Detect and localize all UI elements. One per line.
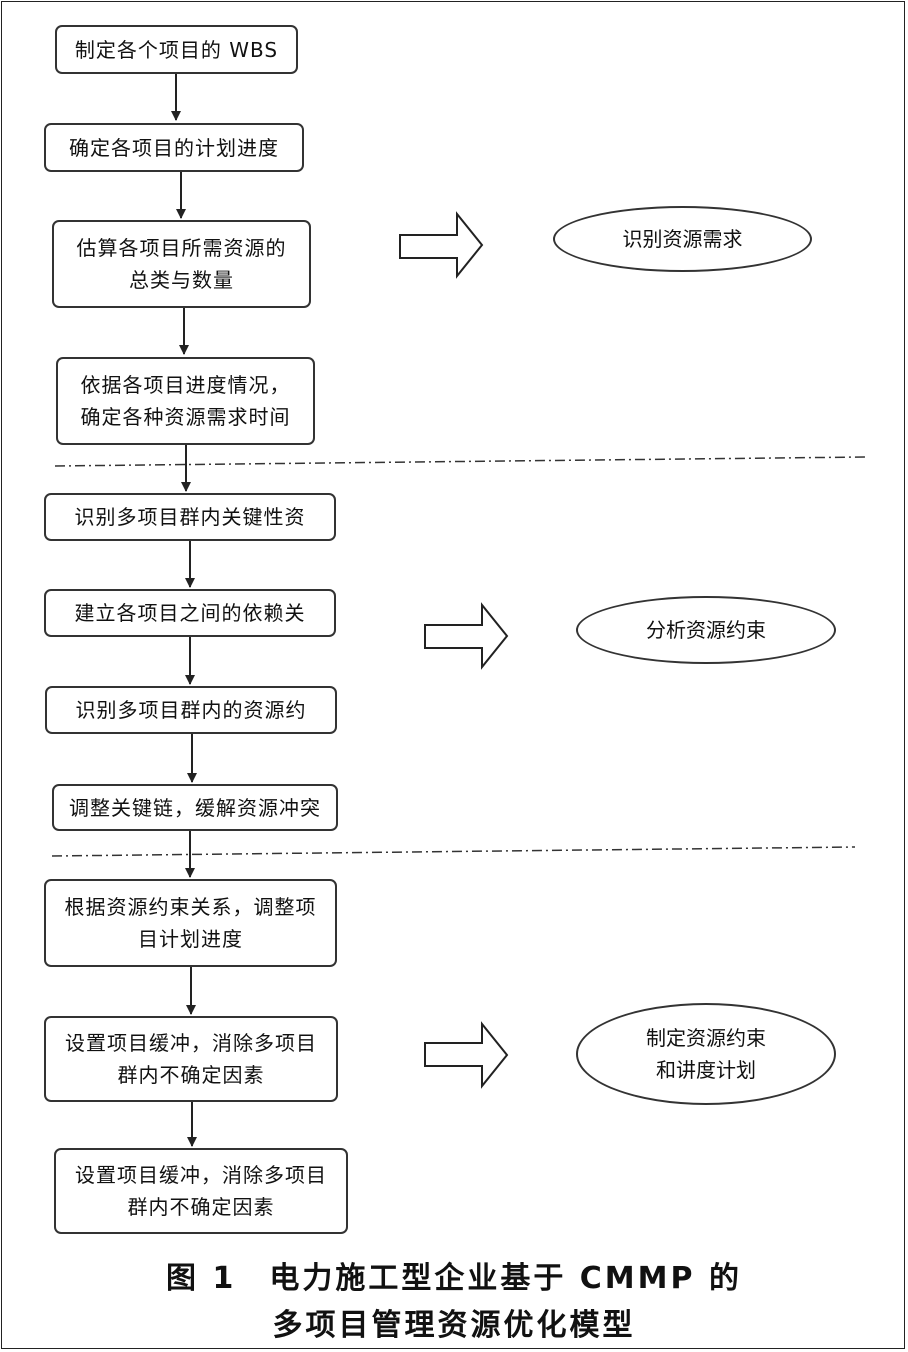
section-divider-2 (51, 846, 856, 857)
outcome-analyze-constraints: 分析资源约束 (576, 596, 836, 664)
outcome-identify-demand: 识别资源需求 (553, 206, 812, 272)
step-estimate-resources: 估算各项目所需资源的 总类与数量 (52, 220, 311, 308)
step-identify-constraints: 识别多项目群内的资源约 (45, 686, 337, 734)
figure-caption-line-2: 多项目管理资源优化模型 (272, 1308, 636, 1343)
step-adjust-critical-chain: 调整关键链，缓解资源冲突 (52, 784, 338, 831)
figure-caption-line-1: 图 1 电力施工型企业基于 CMMP 的 (166, 1261, 742, 1296)
step-identify-critical: 识别多项目群内关键性资 (44, 493, 336, 541)
step-set-schedule: 确定各项目的计划进度 (44, 123, 304, 172)
step-set-buffer-final: 设置项目缓冲，消除多项目 群内不确定因素 (54, 1148, 348, 1234)
step-set-buffer: 设置项目缓冲，消除多项目 群内不确定因素 (44, 1016, 338, 1102)
block-arrow-1 (399, 211, 484, 279)
step-resource-timing: 依据各项目进度情况， 确定各种资源需求时间 (56, 357, 315, 445)
step-build-dependency: 建立各项目之间的依赖关 (44, 589, 336, 637)
outcome-constraint-schedule: 制定资源约束 和讲度计划 (576, 1003, 836, 1105)
section-divider-1 (54, 456, 866, 467)
block-arrow-2 (424, 602, 509, 670)
step-adjust-plan: 根据资源约束关系，调整项 目计划进度 (44, 879, 337, 967)
block-arrow-3 (424, 1021, 509, 1089)
step-define-wbs: 制定各个项目的 WBS (55, 25, 298, 74)
